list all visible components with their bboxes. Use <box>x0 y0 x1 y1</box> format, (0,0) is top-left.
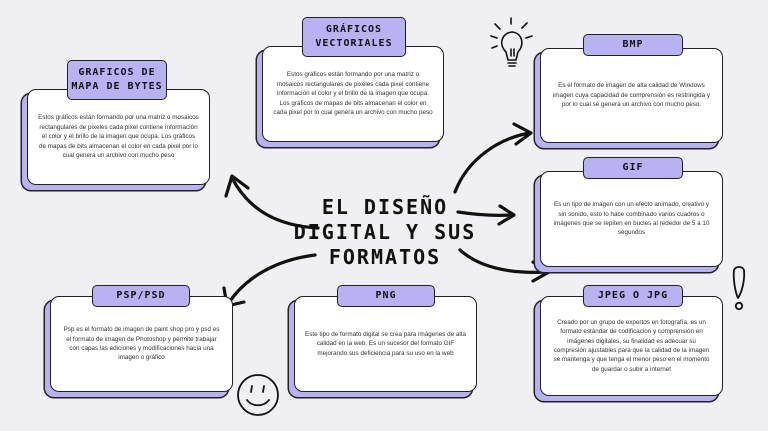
label-psp: PSP/PSD <box>92 285 190 307</box>
card-bmp: Es el formato de imagen de alta calidad … <box>540 48 723 143</box>
card-bmp-text: Es el formato de imagen de alta calidad … <box>552 82 711 109</box>
card-gif-text: Es un tipo de imagen con un efecto anima… <box>553 201 710 237</box>
exclamation-icon <box>732 266 746 311</box>
card-gif: Es un tipo de imagen con un efecto anima… <box>540 171 723 267</box>
label-vectoriales-line1: GRÁFICOS <box>325 24 383 35</box>
label-mapa-bytes-line2: MAPA DE BYTES <box>71 81 163 92</box>
central-title-line1: EL DISEÑO <box>321 195 449 219</box>
arrow-to-bmp <box>453 131 532 194</box>
label-vectoriales-line2: VECTORIALES <box>315 38 393 49</box>
card-mapa-bytes-text: Estos gráficos están formando por una ma… <box>38 114 199 160</box>
arrow-to-psp <box>226 253 317 306</box>
label-mapa-bytes: GRAFICOS DE MAPA DE BYTES <box>67 60 167 100</box>
card-jpeg-text: Creado por un grupo de expertos en fotog… <box>553 318 710 373</box>
card-png: Este tipo de formato digital se crea par… <box>294 296 477 392</box>
card-jpeg: Creado por un grupo de expertos en fotog… <box>540 296 723 396</box>
label-gif-text: GIF <box>622 162 644 173</box>
label-png: PNG <box>337 285 435 307</box>
label-png-text: PNG <box>375 290 397 301</box>
lightbulb-icon <box>490 17 533 67</box>
label-bmp: BMP <box>583 34 683 56</box>
label-jpeg-text: JPEG O JPG <box>597 290 669 301</box>
arrow-to-jpeg <box>458 248 550 274</box>
label-vectoriales: GRÁFICOS VECTORIALES <box>302 17 406 57</box>
label-jpeg: JPEG O JPG <box>583 285 683 307</box>
card-png-text: Este tipo de formato digital se crea par… <box>305 330 467 357</box>
label-psp-text: PSP/PSD <box>116 290 166 301</box>
card-psp-text: Psp es el formato de imagen de paint sho… <box>63 326 220 362</box>
card-mapa-bytes: Estos gráficos están formando por una ma… <box>27 89 210 185</box>
card-vectoriales-text: Estos gráficos están formando por una ma… <box>273 71 433 117</box>
label-gif: GIF <box>583 157 683 179</box>
arrow-to-mapa-bytes <box>230 176 320 230</box>
card-psp: Psp es el formato de imagen de paint sho… <box>50 296 233 392</box>
smiley-icon <box>237 374 279 416</box>
central-title-line2: DIGITAL Y SUS <box>293 220 477 244</box>
central-title-line3: FORMATOS <box>328 245 442 269</box>
arrow-to-gif <box>456 210 514 217</box>
label-bmp-text: BMP <box>622 39 644 50</box>
label-mapa-bytes-line1: GRAFICOS DE <box>78 67 156 78</box>
card-vectoriales: Estos gráficos están formando por una ma… <box>262 46 444 142</box>
central-title: EL DISEÑO DIGITAL Y SUS FORMATOS <box>290 195 480 270</box>
